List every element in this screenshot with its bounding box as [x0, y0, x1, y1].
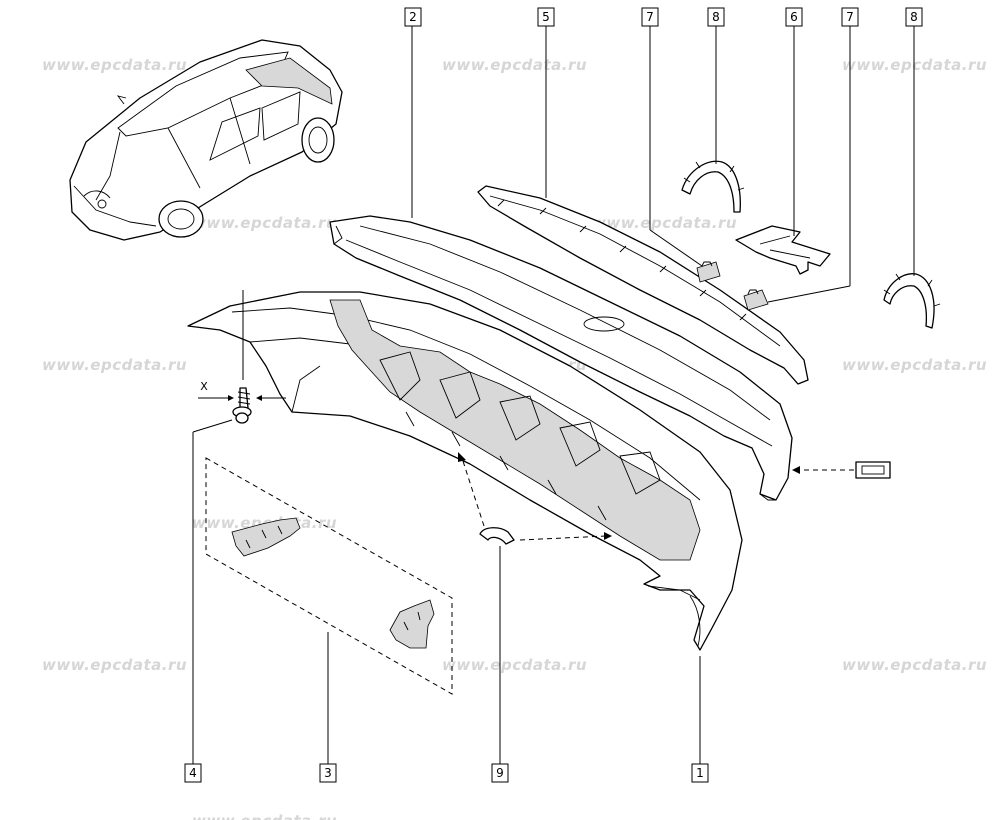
watermark: www.epcdata.ru — [442, 656, 587, 674]
part-6-bracket — [735, 225, 831, 275]
watermark: www.epcdata.ru — [192, 812, 337, 820]
callout-number: 2 — [409, 10, 417, 24]
watermark: www.epcdata.ru — [842, 56, 987, 74]
callout-number: 7 — [846, 10, 854, 24]
watermark: www.epcdata.ru — [42, 656, 187, 674]
leader-lines — [192, 24, 915, 766]
callout-number: 1 — [696, 766, 704, 780]
leader-line-4 — [192, 419, 233, 433]
part-8-arch — [883, 270, 941, 329]
callout-number: 5 — [542, 10, 550, 24]
callout-8: 8 — [707, 7, 725, 27]
plug-part — [792, 461, 891, 479]
watermark: www.epcdata.ru — [42, 56, 187, 74]
part-7-clip — [743, 289, 769, 311]
watermark: www.epcdata.ru — [192, 514, 337, 532]
part-5-trim-strip — [477, 185, 809, 385]
callout-1: 1 — [691, 763, 709, 783]
watermark: www.epcdata.ru — [42, 356, 187, 374]
clip-direction-arrow — [461, 457, 485, 527]
watermark: www.epcdata.ru — [842, 656, 987, 674]
part-2-upper-cover — [329, 215, 793, 501]
callout-7: 7 — [641, 7, 659, 27]
clip-direction-arrow — [519, 535, 607, 541]
callout-number: 8 — [712, 10, 720, 24]
callout-6: 6 — [785, 7, 803, 27]
part-9-clip — [458, 452, 612, 545]
callout-7: 7 — [841, 7, 859, 27]
leader-line-7a — [649, 229, 703, 267]
callout-4: 4 — [184, 763, 202, 783]
callout-number: 3 — [324, 766, 332, 780]
part-3-kit-group — [205, 457, 453, 695]
callout-3: 3 — [319, 763, 337, 783]
watermark: www.epcdata.ru — [592, 214, 737, 232]
car-locator-icon — [69, 39, 343, 241]
callout-number: 7 — [646, 10, 654, 24]
callout-2: 2 — [404, 7, 422, 27]
part-4-fastener: X — [198, 290, 286, 424]
callout-number: 6 — [790, 10, 798, 24]
watermark: www.epcdata.ru — [442, 56, 587, 74]
part-7-clip — [696, 261, 721, 283]
dimension-label: X — [200, 380, 208, 393]
callout-8: 8 — [905, 7, 923, 27]
callout-9: 9 — [491, 763, 509, 783]
callout-5: 5 — [537, 7, 555, 27]
leader-line-7b — [767, 285, 851, 303]
part-1-bumper — [187, 291, 743, 651]
watermark: www.epcdata.ru — [842, 356, 987, 374]
part-8-arch — [681, 158, 745, 213]
callout-number: 8 — [910, 10, 918, 24]
callout-number: 4 — [189, 766, 197, 780]
watermark: www.epcdata.ru — [192, 214, 337, 232]
callout-number: 9 — [496, 766, 504, 780]
